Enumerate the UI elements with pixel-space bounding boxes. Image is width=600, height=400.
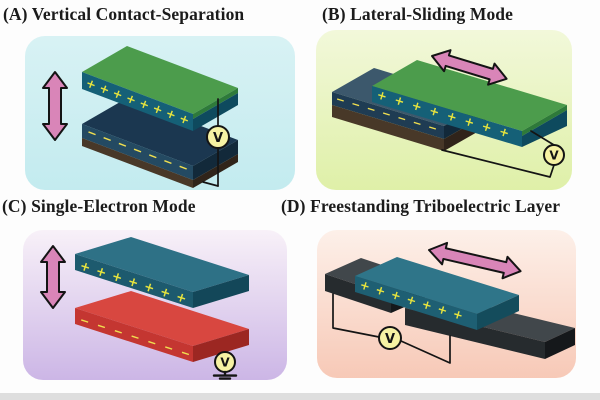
sliding-motion-arrow-icon: [428, 241, 522, 280]
top-plate-front-face: [75, 254, 193, 308]
vertical-motion-arrow-icon: [40, 245, 66, 309]
voltmeter-circuit: V: [202, 98, 230, 187]
bottom-plate-top-face: [75, 291, 249, 346]
freestanding-layer-side-face: [477, 295, 519, 330]
left-electrode-front-face: [325, 274, 391, 313]
top-plate-front-face: [372, 86, 522, 147]
bottom-plate-front-face: [75, 308, 193, 362]
panel-b-lateral-sliding: − − − − − − − + + + + + + + + V: [316, 30, 572, 190]
panel-b-title: (B) Lateral-Sliding Mode: [322, 4, 514, 24]
wire: [400, 335, 451, 364]
wire: [530, 130, 555, 146]
right-electrode-front-face: [405, 308, 545, 359]
top-electrode-side-face: [522, 105, 567, 136]
bottom-plate-side-face: [193, 140, 238, 180]
bottom-plate: − − − − − − −: [82, 98, 238, 188]
top-plate-front-face: [82, 72, 193, 131]
top-plate: + + + + + + + +: [372, 60, 567, 147]
top-plate-top-face: [82, 46, 238, 114]
wire: [332, 293, 380, 338]
panel-c-single-electrode: − − − − − − − + + + + + + + V: [23, 230, 287, 380]
panel-b-diagram: − − − − − − − + + + + + + + + V: [332, 49, 567, 178]
voltmeter-icon: [543, 144, 565, 166]
voltmeter-circuit: V: [212, 351, 238, 380]
panel-c-diagram: − − − − − − − + + + + + + + V: [40, 237, 249, 380]
top-plate-side-face: [193, 93, 238, 131]
voltmeter-icon: [378, 326, 402, 350]
voltmeter-icon: [206, 125, 230, 149]
voltmeter-label: V: [549, 149, 559, 163]
voltmeter-label: V: [220, 356, 230, 370]
top-plate-side-face: [193, 275, 249, 308]
bottom-plate-side-face: [193, 329, 249, 362]
panel-a-diagram: − − − − − − − + + + + + + + + V: [42, 46, 238, 188]
freestanding-layer-front-face: [355, 276, 477, 330]
voltmeter-circuit: V: [332, 293, 451, 364]
voltmeter-label: V: [385, 332, 395, 347]
top-electrode-side-face: [193, 88, 238, 119]
bottom-electrode-side-face: [193, 154, 238, 188]
panel-d-diagram: + + + + + + + V: [325, 241, 575, 364]
right-electrode-side-face: [545, 328, 575, 359]
voltmeter-circuit: V: [441, 130, 565, 178]
voltmeter-label: V: [213, 131, 223, 146]
bottom-plate-top-face: [82, 98, 238, 166]
panel-a-vertical-contact-separation: − − − − − − − + + + + + + + + V: [25, 36, 295, 190]
top-plate-top-face: [372, 60, 567, 131]
bottom-electrode-front-face: [332, 105, 444, 151]
top-plate: + + + + + + +: [75, 237, 249, 308]
panel-c-title: (C) Single-Electron Mode: [2, 196, 196, 216]
panel-d-freestanding-layer: + + + + + + + V: [317, 230, 576, 378]
freestanding-layer-top-face: [355, 257, 519, 314]
bottom-plate-front-face: [332, 92, 444, 139]
vertical-motion-arrow-icon: [42, 71, 68, 141]
sliding-motion-arrow-icon: [431, 49, 508, 86]
wire: [202, 181, 219, 187]
wire: [441, 149, 555, 178]
bottom-edge-band: [0, 393, 600, 400]
top-plate-side-face: [522, 110, 567, 147]
panel-a-title: (A) Vertical Contact-Separation: [3, 4, 245, 24]
top-plate-top-face: [75, 237, 249, 292]
bottom-electrode-front-face: [82, 138, 193, 188]
panel-d-title: (D) Freestanding Triboelectric Layer: [281, 196, 561, 216]
bottom-plate-front-face: [82, 124, 193, 180]
